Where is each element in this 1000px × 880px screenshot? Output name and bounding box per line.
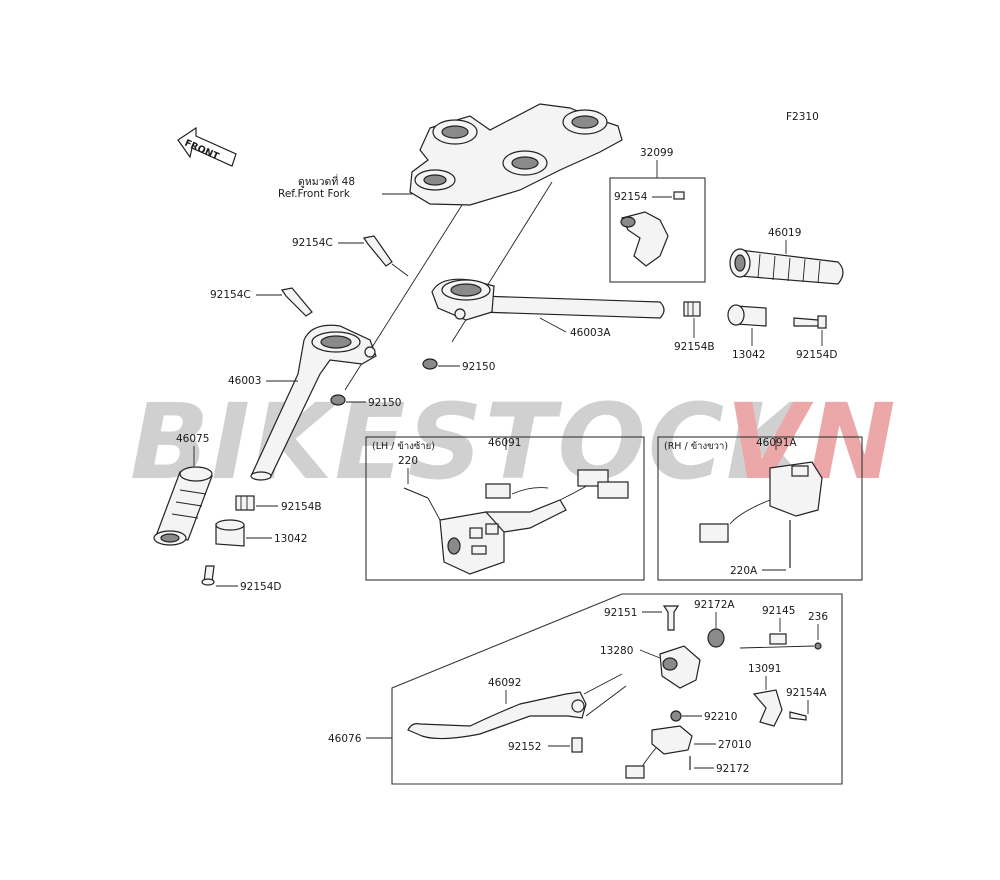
label-92154c-lower: 92154C bbox=[210, 289, 251, 301]
spring-92145 bbox=[769, 633, 787, 645]
label-46091a: 46091A bbox=[756, 437, 797, 449]
ref-note-front-fork: Ref.Front Fork bbox=[278, 188, 351, 200]
label-13280: 13280 bbox=[600, 645, 633, 657]
clutch-lever-46092 bbox=[407, 691, 587, 740]
grip-46019 bbox=[729, 248, 844, 285]
label-92154d-left: 92154D bbox=[240, 581, 282, 593]
bolt-92154c-upper bbox=[363, 235, 393, 267]
adjuster-92172a bbox=[707, 628, 725, 648]
label-92172: 92172 bbox=[716, 763, 749, 775]
handlebar-46003a bbox=[431, 278, 665, 321]
bolt-92151 bbox=[662, 605, 680, 631]
bar-end-weight-insert-left bbox=[235, 495, 255, 511]
nut-92210 bbox=[670, 710, 682, 722]
screw-220 bbox=[403, 487, 429, 499]
front-arrow-shape bbox=[177, 126, 237, 167]
label-46092: 46092 bbox=[488, 677, 521, 689]
rh-box-title: (RH / ข้างขวา) bbox=[664, 441, 728, 452]
label-27010: 27010 bbox=[718, 739, 751, 751]
diagram-code: F2310 bbox=[786, 111, 819, 123]
label-13042-left: 13042 bbox=[274, 533, 307, 545]
label-92150-lower: 92150 bbox=[368, 397, 401, 409]
front-arrow: FRONT bbox=[177, 126, 237, 167]
label-46003: 46003 bbox=[228, 375, 261, 387]
label-46003a: 46003A bbox=[570, 327, 611, 339]
watermark-text-1: BIKESTOCK bbox=[130, 381, 814, 503]
label-92150-upper: 92150 bbox=[462, 361, 495, 373]
screw-236 bbox=[814, 642, 822, 650]
label-92210: 92210 bbox=[704, 711, 737, 723]
label-92154c-upper: 92154C bbox=[292, 237, 333, 249]
box-lh-switch bbox=[365, 436, 645, 581]
box-32099 bbox=[609, 177, 706, 283]
label-32099: 32099 bbox=[640, 147, 673, 159]
switch-assembly-rh bbox=[699, 461, 823, 543]
screw-92150-upper bbox=[422, 358, 438, 370]
ref-note-thai: ดูหมวดที่ 48 bbox=[298, 174, 355, 188]
label-92154a: 92154A bbox=[786, 687, 827, 699]
bolt-92154d-right bbox=[793, 317, 821, 327]
lever-holder-13280 bbox=[659, 645, 701, 689]
bar-end-weight-insert-right bbox=[683, 301, 701, 317]
clamp-13091 bbox=[752, 689, 783, 727]
label-92154b-right: 92154B bbox=[674, 341, 715, 353]
bolt-92154a bbox=[789, 711, 807, 721]
triple-clamp bbox=[409, 103, 623, 206]
label-92145: 92145 bbox=[762, 605, 795, 617]
label-92152: 92152 bbox=[508, 741, 541, 753]
bolt-92154-top bbox=[673, 191, 685, 200]
label-220a: 220A bbox=[730, 565, 758, 577]
label-92154b-left: 92154B bbox=[281, 501, 322, 513]
bolt-92154c-lower bbox=[281, 287, 313, 317]
watermark: BIKESTOCK VN bbox=[130, 381, 896, 503]
label-46091: 46091 bbox=[488, 437, 521, 449]
label-46019: 46019 bbox=[768, 227, 801, 239]
switch-assembly-lh bbox=[439, 469, 629, 575]
bar-end-weight-left bbox=[215, 519, 245, 547]
label-92151: 92151 bbox=[604, 607, 637, 619]
label-220: 220 bbox=[398, 455, 418, 467]
collar-92152 bbox=[571, 737, 583, 753]
grip-46075 bbox=[153, 466, 213, 546]
label-236: 236 bbox=[808, 611, 828, 623]
screw-92150-lower bbox=[330, 394, 346, 406]
label-92172a: 92172A bbox=[694, 599, 735, 611]
label-46076: 46076 bbox=[328, 733, 362, 745]
box-46076 bbox=[391, 593, 843, 785]
box-rh-switch bbox=[657, 436, 863, 581]
label-92154d-right: 92154D bbox=[796, 349, 838, 361]
clutch-switch-27010 bbox=[625, 725, 693, 779]
handlebar-46003 bbox=[250, 324, 377, 481]
label-13091: 13091 bbox=[748, 663, 781, 675]
label-13042-right: 13042 bbox=[732, 349, 765, 361]
bar-end-weight-right bbox=[727, 304, 767, 327]
label-46075: 46075 bbox=[176, 433, 209, 445]
lh-box-title: (LH / ข้างซ้าย) bbox=[372, 441, 435, 452]
label-92154-top: 92154 bbox=[614, 191, 648, 203]
